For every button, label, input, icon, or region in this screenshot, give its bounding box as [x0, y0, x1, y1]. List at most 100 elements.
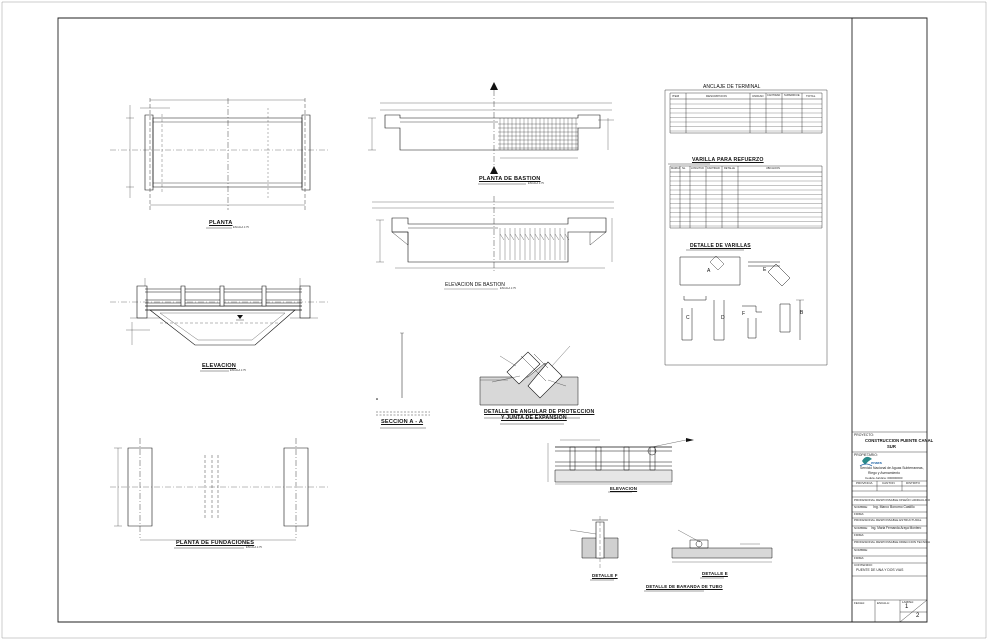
rebar-tie	[520, 234, 524, 240]
tb-propietario-label: PROPIETARIO:	[854, 453, 878, 457]
detalle-e-view	[672, 530, 772, 562]
detalle-e-title: DETALLE E	[702, 571, 728, 576]
elevacion-view	[110, 278, 330, 345]
rebar-tie	[545, 234, 549, 240]
tb-prof-estructural: PROFESIONAL RESPONSABLE ESTRUCTURAL	[854, 518, 922, 522]
elevacion-baranda-title: ELEVACION	[610, 486, 638, 491]
planta-bastion-title: PLANTA DE BASTION	[479, 176, 541, 182]
tb-firma-label-1: FIRMA:	[854, 512, 865, 516]
tb-lamina-number: 1	[905, 604, 909, 610]
varilla-header-detalle: DETALLE	[724, 167, 735, 170]
planta-bastion-view	[368, 82, 614, 174]
tb-proyecto-name-2: SUR	[887, 444, 896, 449]
tb-nombre-label-3: NOMBRE:	[854, 548, 869, 552]
rebar-tie	[555, 234, 559, 240]
tb-org-2: Riego y Avenamiento	[868, 471, 900, 475]
rebar-tie	[505, 234, 509, 240]
planta-fundaciones-scale: ESCALA 1:75	[246, 546, 262, 549]
planta-view	[110, 98, 330, 210]
rebar-tie	[560, 234, 564, 240]
anclaje-header-cantidad: CANTIDAD	[767, 94, 781, 97]
detalle-varillas-title: DETALLE DE VARILLAS	[690, 243, 751, 249]
planta-fundaciones-view	[110, 438, 330, 540]
detalle-f-title: DETALLE F	[592, 573, 618, 578]
detalle-baranda-title: DETALLE DE BARANDA DE TUBO	[646, 584, 723, 589]
varilla-letter-d: D	[721, 315, 725, 321]
varilla-header-ubicacion: UBICACION	[766, 167, 780, 170]
tb-prof-hidraulico: PROFESIONAL RESPONSABLE DISEÑO HIDRAULIC…	[854, 498, 931, 502]
detalle-angular-subtitle: Y JUNTA DE EXPANSION	[501, 415, 567, 421]
tb-contenido-label: CONTENIDO:	[854, 563, 873, 567]
tb-lamina-label: LAMINA:	[902, 600, 915, 604]
anclaje-header-descripcion: DESCRIPCION	[706, 94, 727, 98]
varilla-table	[670, 166, 822, 228]
tb-lamina-total: 2	[916, 613, 920, 619]
elevacion-bastion-scale: ESCALA 1:75	[500, 287, 516, 290]
seccion-aa-title: SECCION A - A	[381, 419, 424, 425]
varilla-header-cantidad: CANTIDAD	[707, 167, 720, 170]
planta-scale: ESCALA 1:75	[233, 226, 249, 229]
varilla-header-no: No.	[682, 167, 686, 170]
detalle-f-view	[570, 516, 618, 570]
bastion-rebar-grid	[498, 118, 578, 150]
logo-icon	[860, 456, 872, 466]
inner-border	[58, 18, 927, 622]
tb-escala-label: ESCALA:	[877, 601, 890, 605]
tb-org-3: Cedula Juridica: 000000000	[865, 476, 903, 480]
tb-nombre-1: Ing. Marco Bonomo Castillo	[873, 505, 915, 509]
rebar-tie	[515, 234, 519, 240]
elevacion-bastion-title: ELEVACION DE BASTION	[445, 282, 505, 288]
rebar-tie	[565, 234, 569, 240]
detalle-angular-title: DETALLE DE ANGULAR DE PROTECCION	[484, 409, 595, 415]
tb-canton-label: CANTON	[882, 481, 895, 485]
anclaje-rows	[670, 104, 822, 131]
tb-org-1: Servicio Nacional de Aguas Subterraneas,	[860, 466, 924, 470]
rebar-tie	[540, 234, 544, 240]
tb-logo-text: enara	[871, 460, 882, 465]
tb-proyecto-name: CONSTRUCCION PUENTE CANAL	[865, 438, 934, 443]
elevacion-scale: ESCALA 1:75	[230, 369, 246, 372]
rebar-tie	[500, 234, 504, 240]
tb-firma-label-2: FIRMA:	[854, 533, 865, 537]
elevacion-title: ELEVACION	[202, 363, 237, 369]
planta-bastion-scale: ESCALA 1:75	[528, 182, 544, 185]
anclaje-title: ANCLAJE DE TERMINAL	[703, 84, 761, 90]
tb-prof-tecnica: PROFESIONAL RESPONSABLE DIRECCION TECNIC…	[854, 540, 931, 544]
tb-contenido: PUENTE DE UNA Y DOS VIAS	[856, 568, 904, 572]
tb-firma-label-3: FIRMA:	[854, 556, 865, 560]
elevacion-baranda-view	[548, 438, 694, 484]
tb-distrito-label: DISTRITO	[906, 481, 920, 485]
bastion-elevation-rebar	[500, 228, 569, 260]
varilla-header-longitud: LONGITUD	[691, 167, 704, 170]
tb-fecha-label: FECHA:	[854, 601, 866, 605]
rebar-tie	[535, 234, 539, 240]
varilla-letter-b: B	[800, 310, 804, 316]
varilla-header-marca: MARCA	[671, 167, 681, 170]
tb-provincia-label: PROVINCIA	[856, 481, 873, 485]
detalle-varillas-box	[665, 90, 827, 365]
title-block	[852, 432, 927, 622]
tb-nombre-2: Ing. Maria Fernanda Araya Montero	[871, 526, 922, 530]
tb-nombre-label-2: NOMBRE:	[854, 526, 869, 530]
seccion-aa-view	[376, 333, 430, 415]
varilla-title: VARILLA PARA REFUERZO	[692, 157, 764, 163]
planta-title: PLANTA	[209, 220, 233, 226]
anclaje-header-unidad: UNIDAD	[752, 94, 764, 98]
anclaje-header-total: TOTAL	[806, 94, 816, 98]
anclaje-header-item: ITEM	[672, 94, 680, 98]
tb-nombre-label-1: NOMBRE:	[854, 505, 869, 509]
rebar-tie	[550, 234, 554, 240]
varilla-letter-e: E	[763, 267, 767, 273]
rebar-tie	[510, 234, 514, 240]
rebar-tie	[530, 234, 534, 240]
detalle-angular-view	[480, 346, 578, 405]
varilla-rows	[670, 177, 822, 227]
varilla-letter-c: C	[686, 315, 690, 321]
elevacion-bastion-view	[372, 196, 614, 272]
rebar-tie	[525, 234, 529, 240]
varilla-letter-f: F	[742, 311, 746, 317]
tb-proyecto-label: PROYECTO:	[854, 433, 874, 437]
anclaje-header-superficie: SUPERFICIE	[784, 94, 800, 97]
